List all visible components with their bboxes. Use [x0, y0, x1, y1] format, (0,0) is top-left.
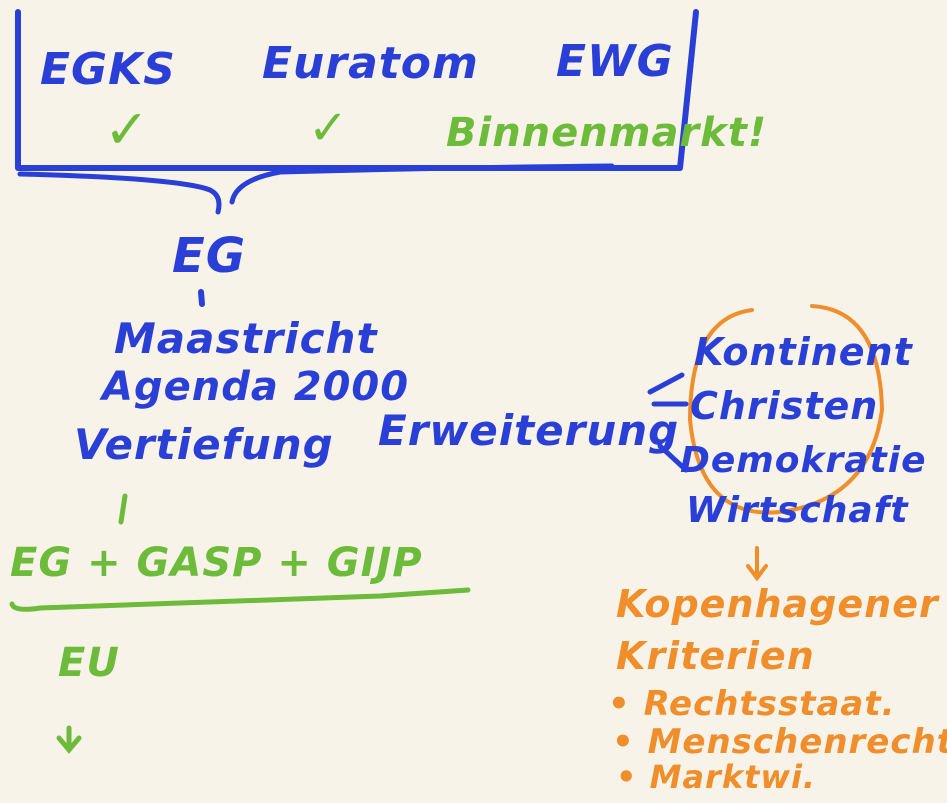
vertiefung-connector [118, 493, 128, 525]
label-marktwirtschaft: • Marktwi. [616, 758, 817, 796]
demokratie-arrow [657, 443, 689, 473]
formula-underline [9, 587, 471, 612]
label-menschenrechte: • Menschenrechte [612, 722, 947, 762]
check-egks-icon: ✓ [104, 98, 151, 161]
label-vertiefung: Vertiefung [74, 420, 334, 469]
label-kriterien: Kriterien [616, 634, 815, 678]
label-erweiterung: Erweiterung [378, 406, 680, 455]
label-christen: Christen [690, 384, 879, 428]
check-euratom-icon: ✓ [308, 100, 350, 156]
eg-connector [198, 289, 205, 307]
green-down-arrow [56, 725, 82, 754]
curly-brace [17, 163, 615, 215]
label-binnenmarkt: Binnenmarkt! [446, 110, 768, 156]
label-demokratie: Demokratie [680, 440, 927, 481]
label-egks: EGKS [40, 44, 176, 95]
label-maastricht: Maastricht [114, 314, 378, 363]
orange-circle [687, 304, 885, 515]
label-euratom: Euratom [262, 38, 479, 89]
label-ewg: EWG [556, 36, 674, 87]
label-wirtschaft: Wirtschaft [686, 490, 909, 531]
kontinent-arrow [647, 372, 685, 395]
label-formula: EG + GASP + GIJP [10, 540, 423, 586]
orange-down-arrow [746, 546, 768, 582]
label-eu: EU [58, 640, 120, 686]
label-kopenhagener: Kopenhagener [616, 582, 939, 626]
label-kontinent: Kontinent [694, 330, 913, 374]
label-rechtsstaat: • Rechtsstaat. [608, 684, 896, 724]
label-agenda-2000: Agenda 2000 [102, 364, 410, 410]
label-eg: EG [172, 228, 247, 284]
